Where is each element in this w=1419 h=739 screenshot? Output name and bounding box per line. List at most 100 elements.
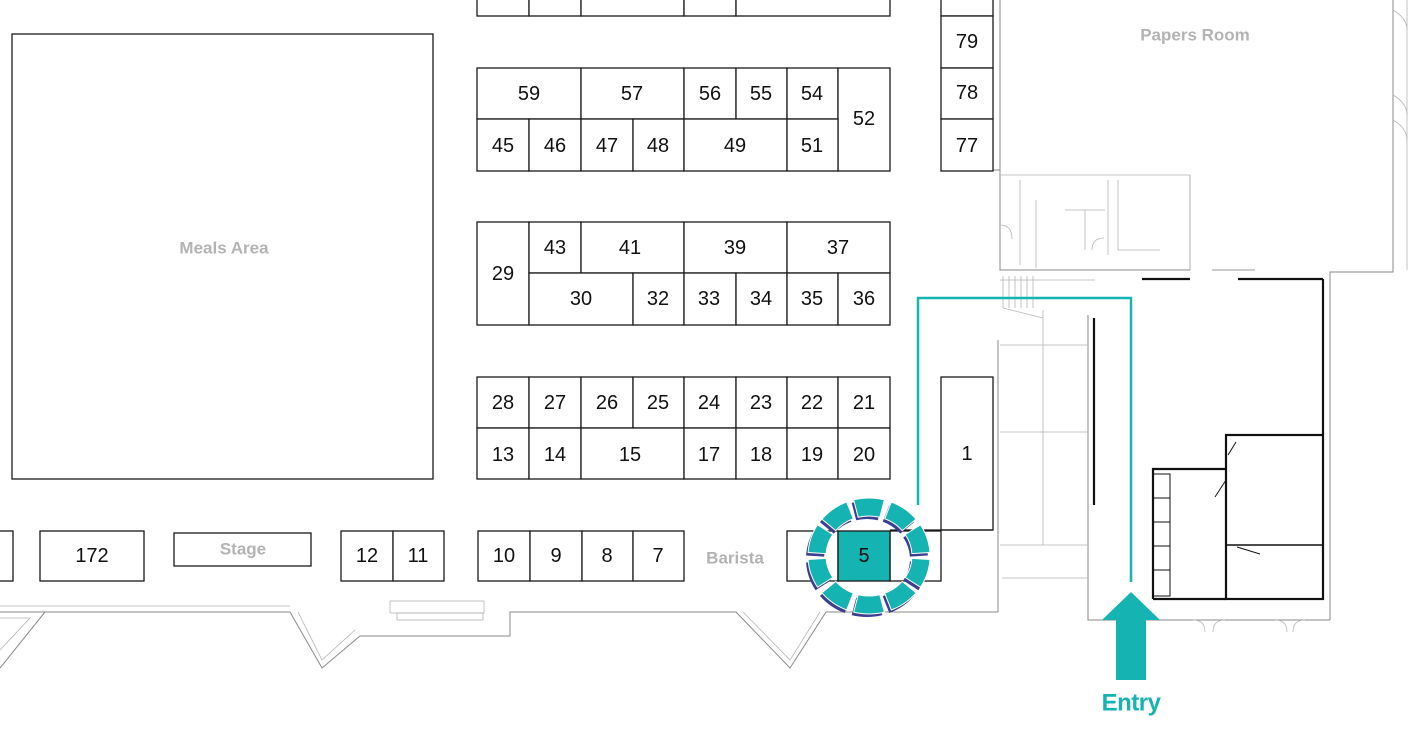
booth-48[interactable]: 48 [632,118,685,172]
svg-text:33: 33 [698,288,720,310]
booth-8[interactable]: 8 [581,530,634,582]
svg-text:34: 34 [750,288,772,310]
svg-text:30: 30 [570,288,592,310]
svg-text:55: 55 [750,83,772,105]
booth-78[interactable]: 78 [940,67,994,120]
booth-57[interactable]: 57 [580,67,685,120]
stage-label: Stage [220,540,266,559]
booth-55[interactable]: 55 [735,67,788,120]
booth-15[interactable]: 15 [580,427,685,480]
top-partial-row [476,0,994,17]
booth-51[interactable]: 51 [786,118,839,172]
svg-text:9: 9 [550,545,561,567]
booth-35[interactable]: 35 [786,272,839,326]
svg-text:25: 25 [647,392,669,414]
svg-text:43: 43 [544,237,566,259]
svg-text:39: 39 [724,237,746,259]
booth-49[interactable]: 49 [683,118,788,172]
route-path [916,296,1133,582]
booth-172[interactable]: 172 [39,530,145,582]
svg-text:48: 48 [647,135,669,157]
booth-32[interactable]: 32 [632,272,685,326]
svg-text:18: 18 [750,444,772,466]
entry-label: Entry [1102,690,1162,717]
svg-text:37: 37 [827,237,849,259]
svg-text:79: 79 [956,31,978,53]
booth-45[interactable]: 45 [476,118,530,172]
booth-9[interactable]: 9 [529,530,583,582]
booth-20[interactable]: 20 [837,427,891,480]
svg-text:35: 35 [801,288,823,310]
stage: Stage [173,532,312,567]
booth-10[interactable]: 10 [477,530,531,582]
booth-5[interactable]: 5 [837,530,891,582]
svg-text:19: 19 [801,444,823,466]
svg-text:28: 28 [492,392,514,414]
booth-47[interactable]: 47 [580,118,634,172]
booth-43[interactable]: 43 [528,221,582,274]
svg-text:51: 51 [801,135,823,157]
booth-22[interactable]: 22 [786,376,839,429]
svg-text:13: 13 [492,444,514,466]
svg-text:7: 7 [652,545,663,567]
highlight-ring [806,497,931,617]
svg-text:32: 32 [647,288,669,310]
booth-77[interactable]: 77 [940,118,994,172]
booth-52[interactable]: 52 [837,67,891,172]
booth-79[interactable]: 79 [940,15,994,69]
ring-segment [807,557,834,588]
booth-59[interactable]: 59 [476,67,582,120]
svg-text:11: 11 [408,545,429,567]
ring-segment [884,501,917,532]
svg-text:52: 52 [853,108,875,130]
ring-segment [853,497,885,518]
booth-21[interactable]: 21 [837,376,891,429]
svg-text:78: 78 [956,82,978,104]
booth-39[interactable]: 39 [683,221,788,274]
booth-17[interactable]: 17 [683,427,737,480]
papers-room-label: Papers Room [1140,26,1250,45]
booth-18[interactable]: 18 [735,427,788,480]
svg-text:49: 49 [724,135,746,157]
booth-34[interactable]: 34 [735,272,788,326]
booth-1[interactable]: 1 [940,376,994,531]
booth-14[interactable]: 14 [528,427,582,480]
svg-text:77: 77 [956,135,978,157]
booth-56[interactable]: 56 [683,67,737,120]
ring-segments [806,497,931,617]
booth-30[interactable]: 30 [528,272,634,326]
booth-37[interactable]: 37 [786,221,891,274]
meals-area: Meals Area [11,33,434,480]
svg-text:14: 14 [544,444,566,466]
booth-19[interactable]: 19 [786,427,839,480]
booth-26[interactable]: 26 [580,376,634,429]
booth-46[interactable]: 46 [528,118,582,172]
meals-area-label: Meals Area [179,239,269,258]
svg-text:47: 47 [596,135,618,157]
booth-27[interactable]: 27 [528,376,582,429]
building-walls [0,0,1408,669]
ring-segment [807,524,834,555]
booth-13[interactable]: 13 [476,427,530,480]
svg-text:36: 36 [853,288,875,310]
booth-7[interactable]: 7 [632,530,685,582]
ring-segment [904,524,931,555]
svg-text:17: 17 [698,444,720,466]
booth-29[interactable]: 29 [476,221,530,326]
booth-24[interactable]: 24 [683,376,737,429]
booth-54[interactable]: 54 [786,67,839,120]
booth-33[interactable]: 33 [683,272,737,326]
booth-partial-left [0,530,14,582]
booth-25[interactable]: 25 [632,376,685,429]
svg-text:10: 10 [493,545,515,567]
booth-11[interactable]: 11 [392,530,445,582]
booth-23[interactable]: 23 [735,376,788,429]
entry-arrow-icon [1102,592,1160,680]
booth-41[interactable]: 41 [580,221,685,274]
booth-36[interactable]: 36 [837,272,891,326]
booth-28[interactable]: 28 [476,376,530,429]
booth-12[interactable]: 12 [340,530,394,582]
svg-text:45: 45 [492,135,514,157]
ring-segment [821,580,854,611]
